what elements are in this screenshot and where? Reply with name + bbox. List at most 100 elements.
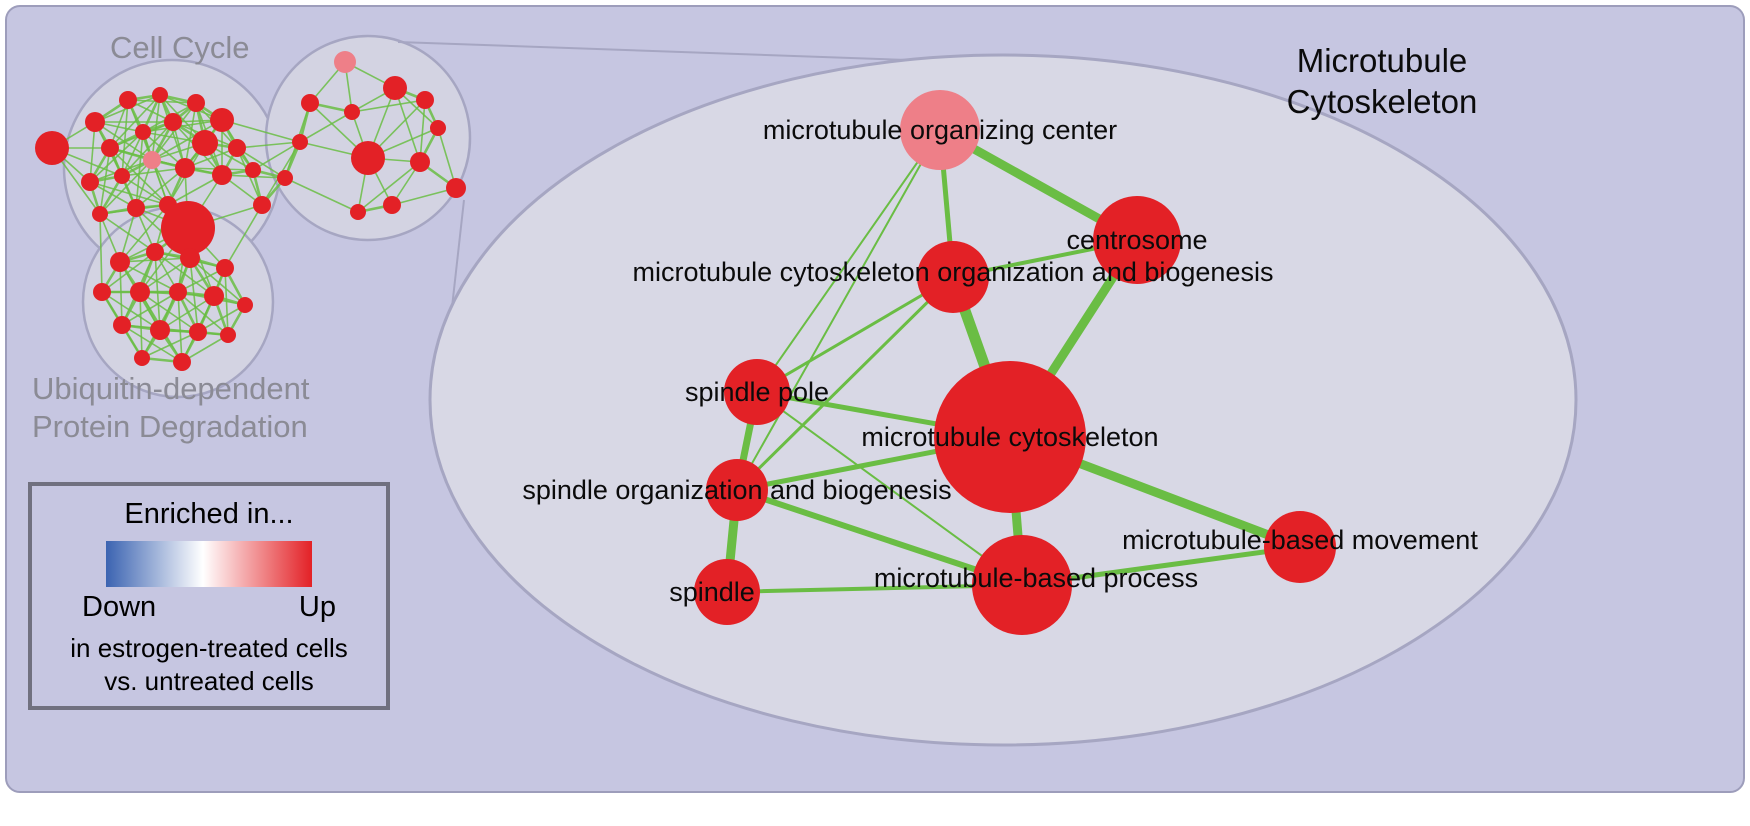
- overview-edge: [357, 161, 421, 213]
- overview-node: [127, 199, 145, 217]
- overview-node: [180, 248, 200, 268]
- overview-edge: [221, 119, 301, 143]
- overview-node: [119, 91, 137, 109]
- overview-node: [150, 320, 170, 340]
- overview-edge: [99, 159, 153, 215]
- cluster-circle-microtubule: [264, 34, 472, 242]
- overview-edge: [121, 167, 186, 177]
- overview-node: [446, 178, 466, 198]
- edge-spindle_pole-mb_process: [756, 391, 1023, 586]
- overview-node: [130, 282, 150, 302]
- overview-edge: [121, 291, 179, 326]
- overview-edge: [167, 174, 223, 206]
- edge-spindle_org-mb_process: [734, 487, 1025, 588]
- node-label-spindle_pole: spindle pole: [685, 377, 829, 407]
- overview-node: [92, 206, 108, 222]
- cluster-label-microtubule-cytoskeleton: Microtubule Cytoskeleton: [1252, 40, 1512, 122]
- overview-edge: [119, 261, 179, 293]
- overview-edge: [351, 99, 426, 113]
- overview-edge: [135, 167, 186, 209]
- node-label-moc: microtubule organizing center: [763, 115, 1117, 145]
- node-mb_movement: [1264, 511, 1336, 583]
- overview-edge: [437, 127, 457, 189]
- overview-edge: [197, 304, 246, 333]
- overview-node: [152, 87, 168, 103]
- overview-node: [189, 323, 207, 341]
- overview-node: [216, 259, 234, 277]
- overview-edge: [189, 257, 246, 306]
- overview-node: [164, 113, 182, 131]
- overview-edge: [236, 141, 301, 149]
- overview-node: [114, 168, 130, 184]
- node-moc: [900, 90, 980, 170]
- overview-node: [169, 283, 187, 301]
- node-label-mct_org: microtubule cytoskeleton organization an…: [633, 257, 1274, 287]
- overview-node: [135, 124, 151, 140]
- node-centrosome: [1093, 196, 1181, 284]
- overview-node: [416, 91, 434, 109]
- overview-node: [212, 165, 232, 185]
- overview-node: [350, 204, 366, 220]
- overview-edge: [89, 131, 144, 183]
- zoom-title-line2: Cytoskeleton: [1286, 83, 1478, 120]
- cluster-label-cell-cycle: Cell Cycle: [110, 30, 250, 65]
- node-mb_process: [972, 535, 1072, 635]
- overview-node: [430, 120, 446, 136]
- node-label-spindle_org: spindle organization and biogenesis: [522, 475, 951, 505]
- overview-edge: [99, 213, 156, 253]
- overview-edge: [141, 331, 199, 359]
- overview-node: [292, 134, 308, 150]
- node-mc: [934, 361, 1086, 513]
- cluster-label-ubiquitin-line2: Protein Degradation: [32, 409, 308, 444]
- node-spindle_pole: [724, 359, 790, 425]
- cluster-label-ubiquitin-line1: Ubiquitin-dependent: [32, 371, 310, 406]
- overview-node: [228, 139, 246, 157]
- overview-edge: [99, 213, 103, 293]
- overview-node: [187, 94, 205, 112]
- node-label-spindle: spindle: [669, 577, 755, 607]
- overview-node: [110, 252, 130, 272]
- overview-edge: [236, 147, 286, 179]
- overview-node: [344, 104, 360, 120]
- overview-edge: [284, 177, 359, 213]
- overview-node: [81, 173, 99, 191]
- overview-edge: [139, 257, 191, 293]
- overview-node: [143, 151, 161, 169]
- overview-edge: [177, 291, 183, 363]
- overview-edge: [121, 99, 129, 177]
- node-spindle_org: [706, 459, 768, 521]
- legend-down-label: Down: [82, 591, 157, 623]
- overview-edge: [159, 295, 215, 331]
- edge-moc-spindle_org: [736, 129, 941, 491]
- legend-caption-line1: in estrogen-treated cells: [70, 633, 348, 663]
- overview-node: [173, 353, 191, 371]
- overview-edge: [109, 94, 161, 149]
- cluster-label-ubiquitin: Ubiquitin-dependent Protein Degradation: [32, 370, 310, 446]
- node-label-mb_process: microtubule-based process: [874, 563, 1198, 593]
- zoom-connector-line: [397, 41, 909, 61]
- overview-node: [175, 158, 195, 178]
- edge-mct_org-spindle_org: [735, 275, 955, 492]
- overview-edge: [177, 291, 229, 336]
- overview-edge: [101, 251, 156, 293]
- legend-title: Enriched in...: [124, 498, 294, 530]
- overview-edge: [299, 111, 353, 143]
- legend-caption: in estrogen-treated cells vs. untreated …: [32, 632, 386, 698]
- zoom-title-line1: Microtubule: [1296, 42, 1468, 79]
- overview-edge: [89, 121, 96, 183]
- legend-caption-line2: vs. untreated cells: [104, 666, 314, 696]
- overview-node: [383, 196, 401, 214]
- legend-endpoint-labels: Down Up: [82, 591, 336, 624]
- overview-node: [220, 327, 236, 343]
- overview-node: [113, 316, 131, 334]
- overview-node: [301, 94, 319, 112]
- node-label-centrosome: centrosome: [1066, 225, 1207, 255]
- overview-edge: [419, 99, 426, 163]
- overview-edge: [159, 94, 186, 169]
- node-label-mb_movement: microtubule-based movement: [1122, 525, 1478, 555]
- legend-gradient-bar: [106, 541, 312, 587]
- overview-node: [245, 162, 261, 178]
- overview-node: [101, 139, 119, 157]
- node-label-mc: microtubule cytoskeleton: [861, 422, 1158, 452]
